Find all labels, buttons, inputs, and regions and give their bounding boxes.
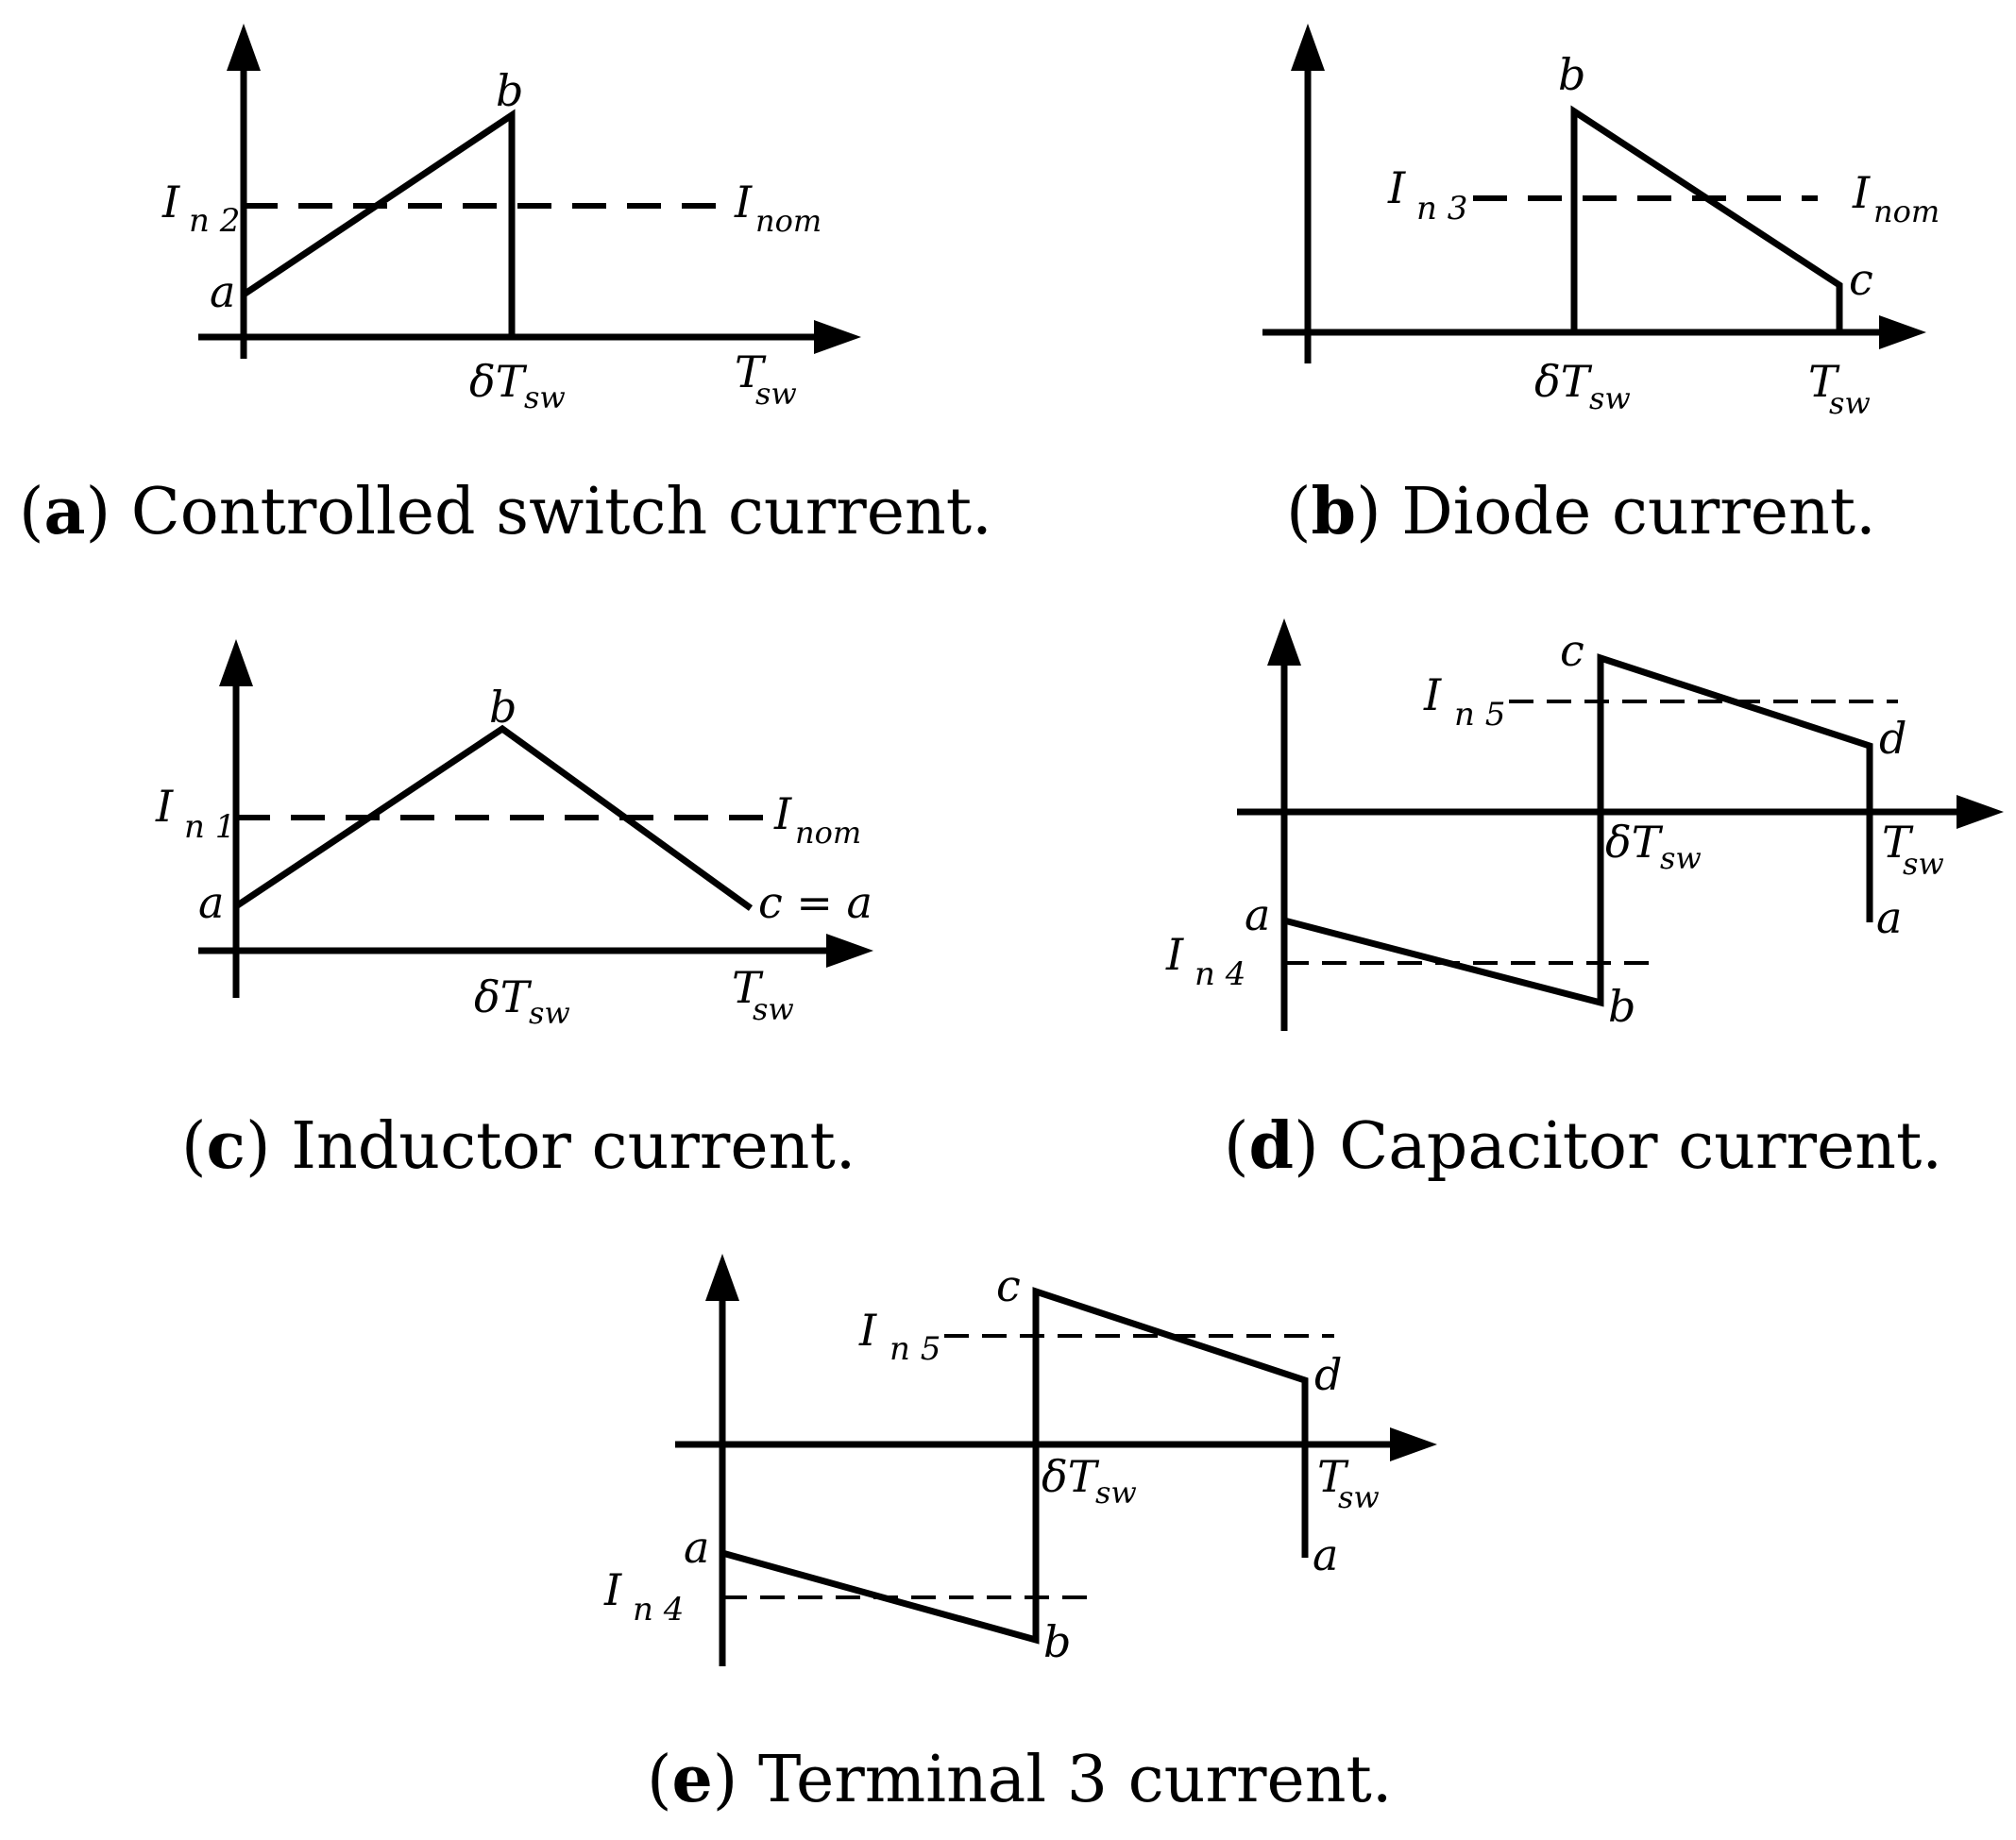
panel-d-delta-t-label: δT <box>1605 817 1664 868</box>
panel-c-level-sub: n 1 <box>184 808 235 846</box>
panel-c-delta-t-sub: sw <box>529 995 570 1031</box>
panel-c-waveform <box>234 724 754 911</box>
panel-e: a b c d a I n 5 I n 4 δT sw T sw (e) Ter… <box>603 1254 1437 1817</box>
panel-a-t-sub: sw <box>755 376 797 412</box>
panel-d-waveform <box>1283 653 1873 1007</box>
panel-d-t-label: T <box>1882 817 1914 868</box>
panel-c-t-sub: sw <box>753 991 794 1027</box>
panel-c-delta-t-label: δT <box>474 971 533 1022</box>
panel-a-nom-label: I <box>734 177 753 228</box>
panel-c-point-a: a <box>198 877 224 928</box>
panel-b-caption: (b) Diode current. <box>1286 474 1876 549</box>
panel-c-level-label: I <box>155 781 174 832</box>
panel-d-level-hi-sub: n 5 <box>1454 696 1505 734</box>
panel-c-y-arrow <box>219 639 253 686</box>
panel-a-point-a: a <box>210 266 235 317</box>
panel-d-level-lo-sub: n 4 <box>1194 955 1245 993</box>
panel-e-level-hi-sub: n 5 <box>889 1330 940 1368</box>
panel-a-t-label: T <box>735 346 767 397</box>
panel-d-point-b: b <box>1608 981 1635 1032</box>
panel-e-point-b: b <box>1043 1616 1071 1667</box>
panel-c-caption: (c) Inductor current. <box>181 1108 856 1184</box>
panel-d-point-a: a <box>1245 889 1270 940</box>
panel-b-waveform <box>1570 105 1843 332</box>
panel-d-level-hi-label: I <box>1423 669 1442 720</box>
panel-b-point-b: b <box>1558 49 1585 100</box>
panel-a: a b I n 2 I nom δT sw T sw (a) Controlle… <box>19 24 992 549</box>
panel-c: a b c = a I n 1 I nom δT sw T sw (c) Ind… <box>155 639 873 1184</box>
panel-e-point-d: d <box>1314 1349 1342 1400</box>
panel-e-caption: (e) Terminal 3 current. <box>647 1742 1392 1817</box>
panel-a-y-arrow <box>227 24 261 71</box>
panel-e-point-a: a <box>684 1522 709 1573</box>
panel-b-level-sub: n 3 <box>1416 190 1467 228</box>
panel-b-x-arrow <box>1879 315 1926 349</box>
panel-b-level-label: I <box>1387 162 1406 213</box>
panel-a-caption: (a) Controlled switch current. <box>19 474 992 549</box>
panel-b-delta-t-label: δT <box>1534 356 1593 407</box>
panel-e-waveform <box>721 1287 1309 1645</box>
panel-e-t-label: T <box>1317 1451 1349 1502</box>
panel-c-t-label: T <box>732 962 764 1013</box>
panel-e-level-hi-label: I <box>858 1305 877 1356</box>
panel-a-waveform <box>242 109 516 337</box>
panel-d-caption: (d) Capacitor current. <box>1224 1108 1942 1184</box>
panel-e-point-a-end: a <box>1313 1529 1338 1580</box>
panel-b-nom-label: I <box>1852 167 1871 218</box>
panel-e-level-lo-label: I <box>603 1564 622 1615</box>
panel-d-level-lo-label: I <box>1165 929 1184 980</box>
panel-e-point-c: c <box>996 1260 1021 1311</box>
panel-b-t-sub: sw <box>1829 385 1871 421</box>
panel-d-y-arrow <box>1267 618 1301 666</box>
panel-d: a b c d a I n 5 I n 4 δT sw T sw (d) Cap… <box>1165 618 2004 1184</box>
panel-c-nom-sub: nom <box>795 815 861 851</box>
panel-b-nom-sub: nom <box>1873 194 1940 229</box>
panel-d-point-d: d <box>1879 713 1906 764</box>
panel-a-delta-t-sub: sw <box>524 380 566 415</box>
panel-b-point-c: c <box>1849 254 1873 305</box>
panel-a-delta-t-label: δT <box>469 356 528 407</box>
panel-d-t-sub: sw <box>1903 846 1944 882</box>
panel-b-delta-t-sub: sw <box>1589 380 1631 416</box>
panel-d-point-a-end: a <box>1876 892 1902 943</box>
panel-e-delta-t-label: δT <box>1042 1451 1100 1502</box>
panel-a-nom-sub: nom <box>755 203 822 239</box>
panel-d-x-arrow <box>1957 795 2004 829</box>
panel-e-delta-t-sub: sw <box>1095 1475 1137 1511</box>
panel-b: b c I n 3 I nom δT sw T sw (b) Diode cur… <box>1262 24 1940 549</box>
panel-c-nom-label: I <box>773 788 792 839</box>
panel-a-x-arrow <box>814 320 861 354</box>
panel-e-t-sub: sw <box>1338 1479 1380 1515</box>
panel-e-y-arrow <box>705 1254 739 1301</box>
panel-e-level-lo-sub: n 4 <box>633 1591 684 1629</box>
panel-d-point-c: c <box>1560 625 1584 676</box>
panel-c-point-b: b <box>489 682 517 733</box>
panel-a-level-sub: n 2 <box>189 202 240 240</box>
panel-c-x-arrow <box>826 934 873 968</box>
panel-c-point-c-eq-a: c = a <box>758 877 872 928</box>
panel-b-t-label: T <box>1808 356 1840 407</box>
panel-a-point-b: b <box>496 65 523 116</box>
panel-d-delta-t-sub: sw <box>1660 840 1702 876</box>
panel-a-level-label: I <box>161 177 180 228</box>
panel-e-x-arrow <box>1390 1427 1437 1461</box>
panel-b-y-arrow <box>1291 24 1325 71</box>
